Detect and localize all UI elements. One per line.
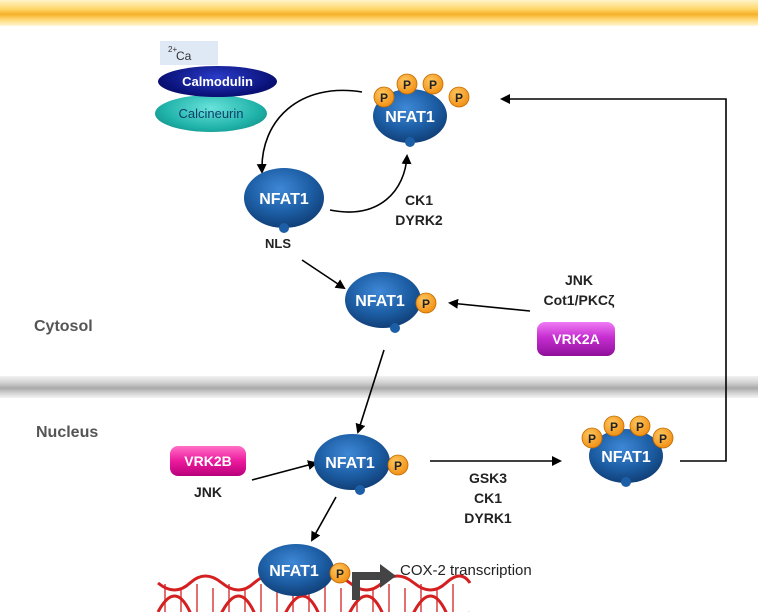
svg-text:P: P: [588, 432, 596, 446]
nucleus-label: Nucleus: [36, 424, 99, 441]
cytosol-label: Cytosol: [34, 318, 93, 335]
nfat1-label: NFAT1: [355, 293, 405, 310]
nfat1-nucleus-single-phospho: NFAT1 P: [314, 434, 409, 495]
plasma-membrane: [0, 0, 758, 26]
calcineurin: Calcineurin: [155, 95, 267, 132]
cytosolic-phosphorylation-arrow: [329, 154, 412, 213]
svg-text:P: P: [455, 91, 463, 105]
cytosolic-import-kinases: JNK Cot1/PKCζ: [543, 272, 615, 308]
vrk2b-box: VRK2B: [170, 446, 246, 476]
svg-text:P: P: [403, 78, 411, 92]
nfat1-label: NFAT1: [269, 563, 319, 580]
nuclear-import-arrow: [355, 349, 385, 434]
nfat1-label: NFAT1: [601, 449, 651, 466]
nuclear-membrane: [0, 376, 758, 398]
nls-label: NLS: [265, 236, 291, 251]
nuclear-export-arrow: [500, 94, 727, 462]
phospho-group: P P P P: [373, 73, 470, 108]
vrk2b-jnk-arrow: [251, 460, 318, 481]
nfat1-phosphorylated-nucleus: NFAT1 P P P P: [581, 415, 674, 487]
svg-text:P: P: [610, 420, 618, 434]
svg-text:P: P: [394, 459, 402, 473]
nfat1-dephosphorylated: NFAT1: [244, 168, 324, 233]
svg-text:P: P: [429, 78, 437, 92]
nuclear-jnk-label: JNK: [193, 484, 222, 500]
nfat1-cytosol-single-phospho: NFAT1 P: [345, 272, 437, 333]
nfat1-label: NFAT1: [385, 109, 435, 126]
nfat1-phosphorylated-cytosol: NFAT1 P P P P: [373, 73, 470, 147]
nfat1-dna-bound: NFAT1 P: [258, 544, 351, 596]
transcription-arrow-icon: [352, 564, 396, 600]
cytosolic-export-kinases: CK1 DYRK2: [395, 192, 443, 228]
nfat1-label: NFAT1: [325, 455, 375, 472]
svg-text:P: P: [636, 420, 644, 434]
to-dna-arrow: [311, 496, 337, 542]
cox2-transcription-label: COX-2 transcription: [400, 562, 532, 579]
nfat1-label: NFAT1: [259, 191, 309, 208]
vrk2a-box: VRK2A: [537, 322, 615, 356]
nls-to-import-arrow: [301, 259, 346, 290]
svg-text:P: P: [659, 432, 667, 446]
svg-text:P: P: [422, 297, 430, 311]
calmodulin: Calmodulin: [158, 66, 277, 97]
svg-text:P: P: [380, 91, 388, 105]
phospho-group: P P P P: [581, 415, 674, 449]
svg-text:P: P: [336, 567, 344, 581]
nuclear-export-kinases: GSK3 CK1 DYRK1: [464, 470, 512, 526]
dephosphorylation-arrow: [256, 89, 363, 174]
cytosolic-kinase-arrow: [448, 298, 531, 312]
